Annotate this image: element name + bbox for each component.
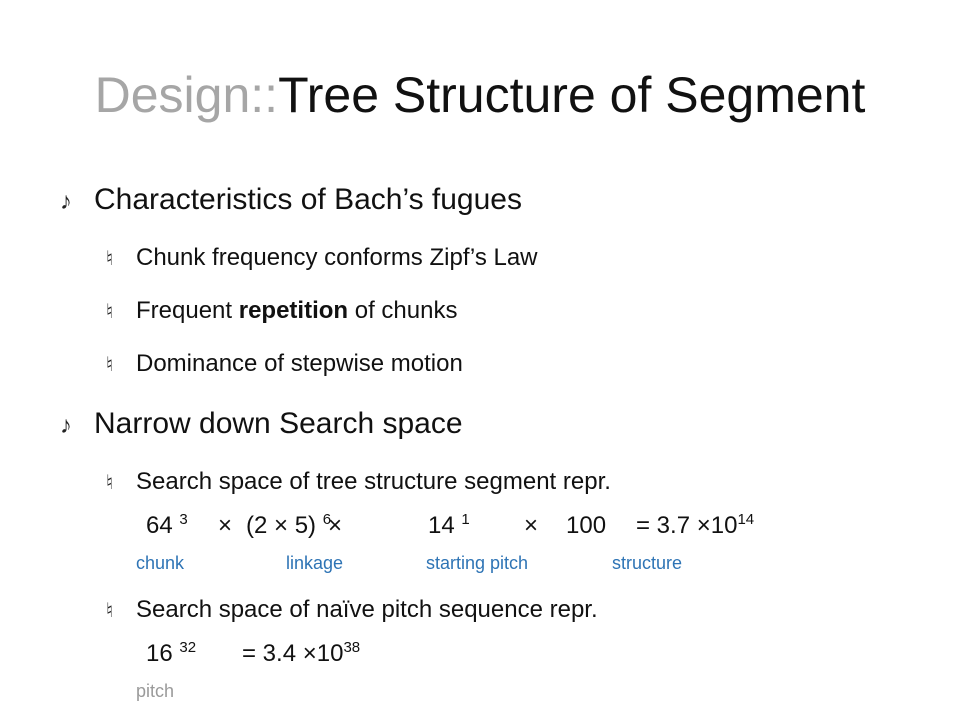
natural-sign-icon: ♮ xyxy=(106,248,114,270)
operator: × xyxy=(524,512,539,539)
label-chunk: chunk xyxy=(136,553,185,573)
sub-bullet-text-after: of chunks xyxy=(348,297,458,324)
sub-bullet-tree-search: ♮ Search space of tree structure segment … xyxy=(106,466,611,499)
title-main: Tree Structure of Segment xyxy=(278,67,866,123)
music-note-icon: ♪ xyxy=(60,188,72,215)
term-pitch: 16 32 xyxy=(146,639,197,667)
label-starting-pitch: starting pitch xyxy=(426,553,529,573)
sub-bullet-repetition: ♮ Frequent repetition of chunks xyxy=(106,295,457,328)
term-structure: 100 xyxy=(566,512,607,539)
operator: × xyxy=(218,512,233,539)
sub-bullet-text: Search space of naïve pitch sequence rep… xyxy=(136,596,598,623)
sub-bullet-text: Search space of tree structure segment r… xyxy=(136,468,611,495)
natural-sign-icon: ♮ xyxy=(106,472,114,494)
title-prefix: Design:: xyxy=(94,67,279,123)
bullet-text: Narrow down Search space xyxy=(94,407,463,440)
result: = 3.4 ×1038 xyxy=(242,639,361,667)
bullet-narrow-search: ♪ Narrow down Search space xyxy=(60,404,463,446)
bullet-text: Characteristics of Bach’s fugues xyxy=(94,183,522,216)
label-linkage: linkage xyxy=(286,553,344,573)
sub-bullet-text-bold: repetition xyxy=(238,297,349,324)
term-chunk: 64 3 xyxy=(146,511,188,539)
sub-bullet-text: Dominance of stepwise motion xyxy=(136,350,463,377)
label-pitch: pitch xyxy=(136,681,175,701)
music-note-icon: ♪ xyxy=(60,412,72,439)
operator: × xyxy=(328,512,343,539)
natural-sign-icon: ♮ xyxy=(106,301,114,323)
result: = 3.7 ×1014 xyxy=(636,511,755,539)
natural-sign-icon: ♮ xyxy=(106,354,114,376)
sub-bullet-stepwise: ♮ Dominance of stepwise motion xyxy=(106,348,463,381)
natural-sign-icon: ♮ xyxy=(106,600,114,622)
sub-bullet-zipf: ♮ Chunk frequency conforms Zipf’s Law xyxy=(106,242,538,275)
bullet-characteristics: ♪ Characteristics of Bach’s fugues xyxy=(60,180,522,222)
sub-bullet-text: Chunk frequency conforms Zipf’s Law xyxy=(136,244,538,271)
slide-title: Design::Tree Structure of Segment xyxy=(0,60,960,130)
label-structure: structure xyxy=(612,553,683,573)
sub-bullet-naive-search: ♮ Search space of naïve pitch sequence re… xyxy=(106,594,598,627)
term-starting-pitch: 14 1 xyxy=(428,511,470,539)
term-linkage: (2 × 5) 6 xyxy=(246,511,332,539)
sub-bullet-text-before: Frequent xyxy=(136,297,239,324)
